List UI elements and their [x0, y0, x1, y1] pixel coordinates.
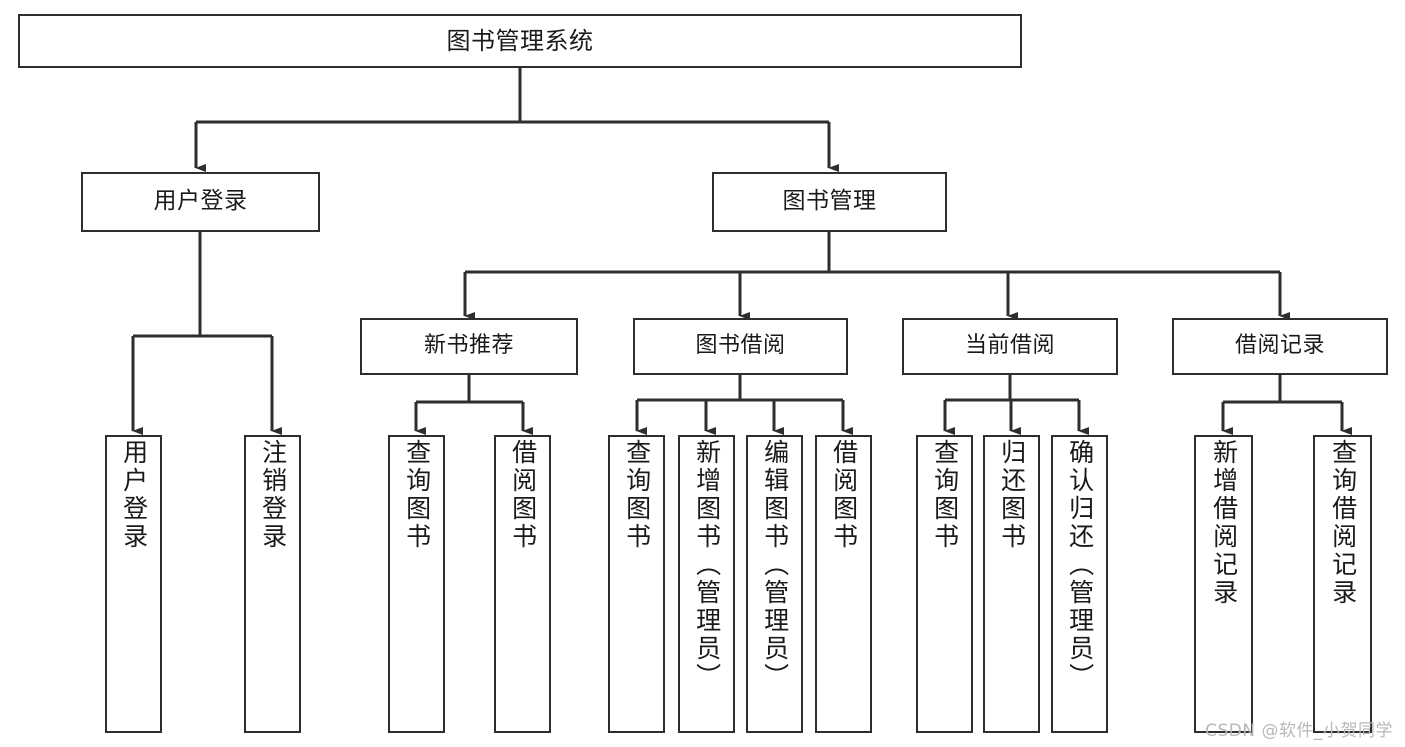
- node-label: 查询借阅记录: [1328, 439, 1358, 607]
- node-leaf-query-book-current[interactable]: 查询图书: [916, 435, 973, 733]
- node-leaf-query-book-borrow[interactable]: 查询图书: [608, 435, 665, 733]
- node-label: 借阅图书: [508, 439, 538, 551]
- node-root-book-management-system[interactable]: 图书管理系统: [18, 14, 1022, 68]
- node-current-borrow[interactable]: 当前借阅: [902, 318, 1118, 375]
- node-label: 查询图书: [622, 439, 652, 551]
- node-label: 用户登录: [153, 188, 248, 215]
- node-label: 新增图书（管理员）: [692, 439, 722, 691]
- node-label: 查询图书: [402, 439, 432, 551]
- node-label: 查询图书: [930, 439, 960, 551]
- node-label: 新书推荐: [423, 333, 514, 359]
- node-borrow-record[interactable]: 借阅记录: [1172, 318, 1388, 375]
- node-leaf-user-login[interactable]: 用户登录: [105, 435, 162, 733]
- node-book-borrow[interactable]: 图书借阅: [633, 318, 848, 375]
- node-label: 注销登录: [258, 439, 288, 551]
- node-label: 当前借阅: [964, 333, 1055, 359]
- node-book-manage[interactable]: 图书管理: [712, 172, 947, 232]
- node-leaf-return-book[interactable]: 归还图书: [983, 435, 1040, 733]
- node-label: 用户登录: [119, 439, 149, 551]
- watermark-text: CSDN @软件_小贺同学: [1205, 721, 1393, 741]
- node-leaf-add-book[interactable]: 新增图书（管理员）: [678, 435, 735, 733]
- node-label: 新增借阅记录: [1209, 439, 1239, 607]
- node-leaf-edit-book[interactable]: 编辑图书（管理员）: [746, 435, 803, 733]
- node-label: 借阅图书: [829, 439, 859, 551]
- node-label: 确认归还（管理员）: [1065, 439, 1095, 691]
- node-label: 图书管理系统: [446, 26, 594, 55]
- node-new-book-recommend[interactable]: 新书推荐: [360, 318, 578, 375]
- node-label: 编辑图书（管理员）: [760, 439, 790, 691]
- node-leaf-borrow-book[interactable]: 借阅图书: [815, 435, 872, 733]
- node-user-login[interactable]: 用户登录: [81, 172, 320, 232]
- node-leaf-user-logout[interactable]: 注销登录: [244, 435, 301, 733]
- node-label: 归还图书: [997, 439, 1027, 551]
- node-label: 图书管理: [782, 188, 877, 215]
- node-leaf-query-borrow-record[interactable]: 查询借阅记录: [1313, 435, 1372, 733]
- node-leaf-borrow-book-recommend[interactable]: 借阅图书: [494, 435, 551, 733]
- node-leaf-add-borrow-record[interactable]: 新增借阅记录: [1194, 435, 1253, 733]
- node-label: 借阅记录: [1234, 333, 1325, 359]
- node-leaf-confirm-return[interactable]: 确认归还（管理员）: [1051, 435, 1108, 733]
- node-label: 图书借阅: [695, 333, 786, 359]
- node-leaf-query-book-recommend[interactable]: 查询图书: [388, 435, 445, 733]
